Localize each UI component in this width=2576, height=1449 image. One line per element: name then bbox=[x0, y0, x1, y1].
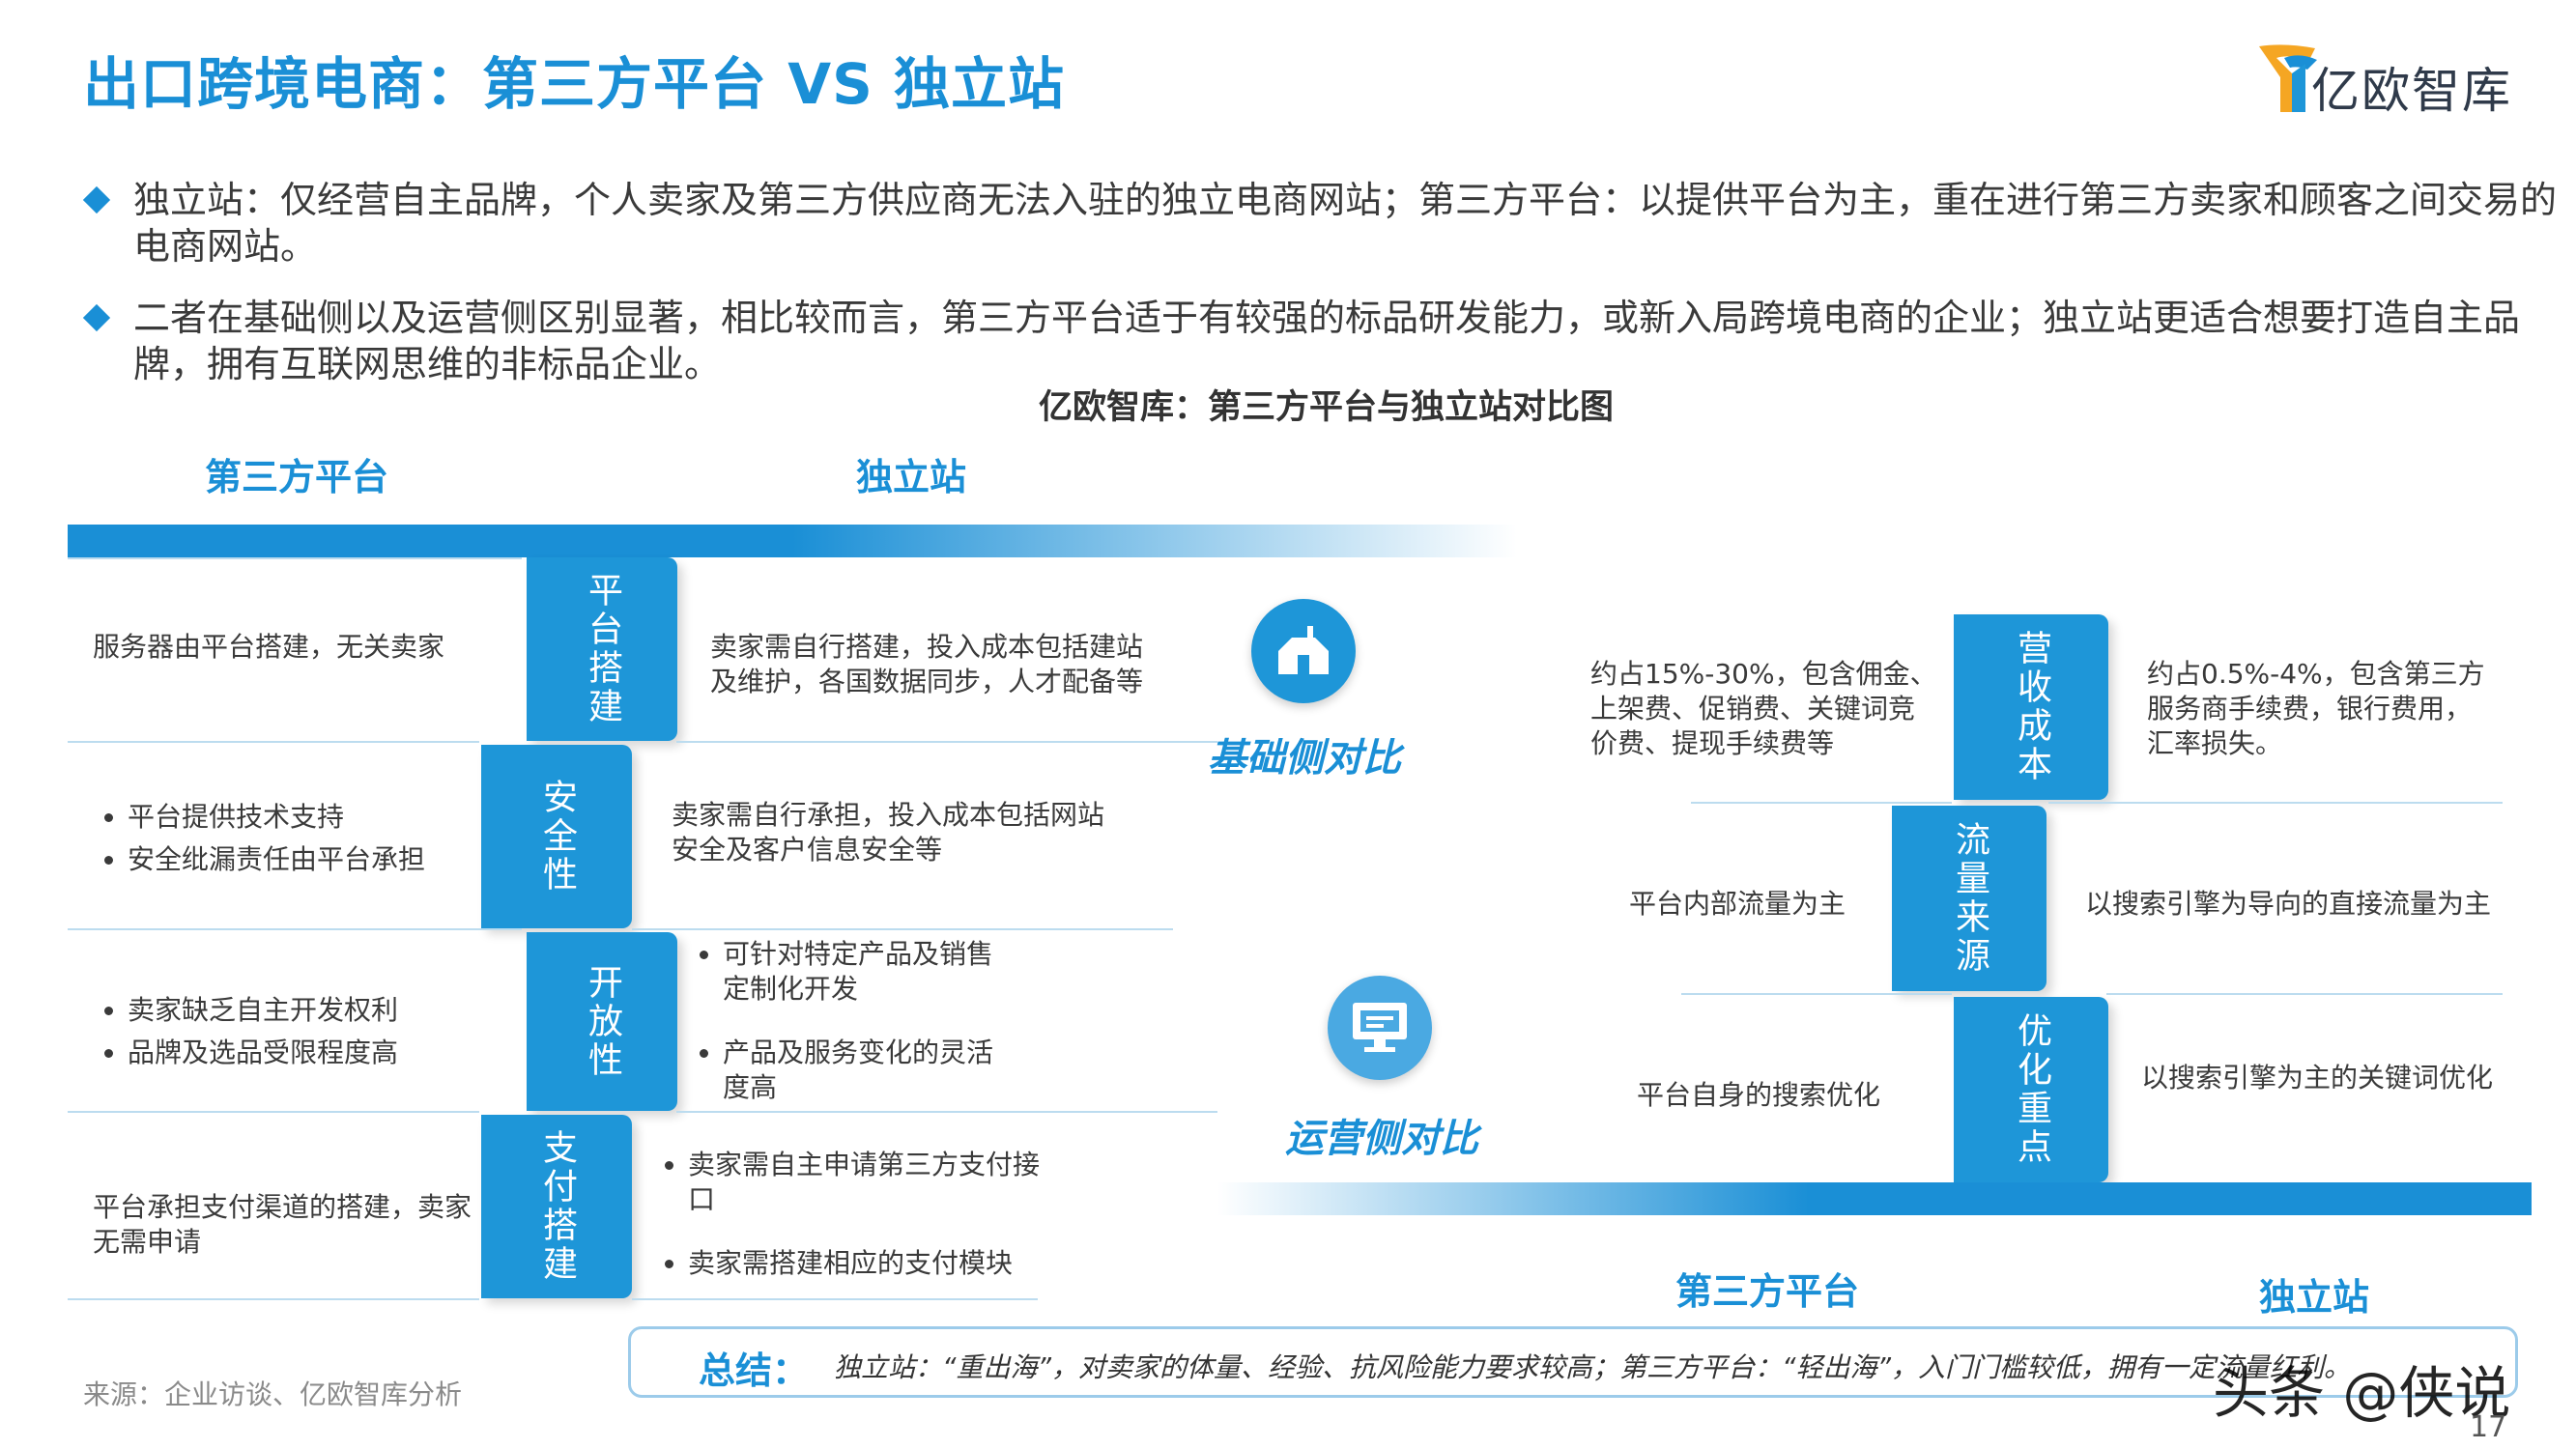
cell-text: 平台内部流量为主 bbox=[1629, 888, 1846, 920]
tab-revenue-cost: 营收成本 bbox=[1954, 614, 2108, 800]
page-number: 17 bbox=[2470, 1410, 2507, 1444]
bottom-band bbox=[1217, 1182, 2532, 1215]
logo-icon bbox=[2259, 44, 2317, 112]
page-title: 出口跨境电商：第三方平台 VS 独立站 bbox=[83, 51, 1066, 117]
top-band bbox=[68, 525, 1517, 557]
list-item: 安全纰漏责任由平台承担 bbox=[128, 842, 479, 877]
list-item: 卖家需自主申请第三方支付接口 bbox=[688, 1148, 1059, 1217]
cell-independent: 以搜索引擎为主的关键词优化 bbox=[2141, 1061, 2508, 1095]
row-divider bbox=[632, 1298, 1038, 1300]
cell-text: 平台承担支付渠道的搭建，卖家无需申请 bbox=[93, 1191, 472, 1258]
cell-text: 卖家需自行承担，投入成本包括网站安全及客户信息安全等 bbox=[672, 799, 1105, 866]
row-divider bbox=[676, 741, 1217, 743]
tab-security: 安全性 bbox=[481, 745, 632, 928]
list-item: 产品及服务变化的灵活度高 bbox=[723, 1036, 1016, 1105]
source-note: 来源：企业访谈、亿欧智库分析 bbox=[83, 1378, 463, 1410]
list-item: 平台提供技术支持 bbox=[128, 800, 479, 835]
row-divider bbox=[1691, 802, 1952, 804]
building-icon bbox=[1251, 599, 1356, 703]
row-divider bbox=[68, 1298, 479, 1300]
tab-openness: 开放性 bbox=[527, 932, 677, 1111]
cell-independent: 卖家需自行搭建，投入成本包括建站及维护，各国数据同步，人才配备等 bbox=[710, 630, 1164, 699]
chart-title: 亿欧智库：第三方平台与独立站对比图 bbox=[1039, 388, 1615, 427]
row-divider bbox=[2048, 802, 2503, 804]
right-col-independent: 独立站 bbox=[2259, 1276, 2370, 1319]
cell-independent: 卖家需自主申请第三方支付接口 卖家需搭建相应的支付模块 bbox=[653, 1148, 1059, 1289]
row-divider bbox=[2106, 993, 2503, 995]
cell-text: 平台自身的搜索优化 bbox=[1637, 1079, 1881, 1111]
tab-optimization-focus: 优化重点 bbox=[1954, 997, 2108, 1182]
cell-third-party: 平台提供技术支持 安全纰漏责任由平台承担 bbox=[93, 800, 479, 885]
tab-platform-setup: 平台搭建 bbox=[527, 557, 677, 741]
cell-independent: 以搜索引擎为导向的直接流量为主 bbox=[2085, 887, 2510, 922]
row-divider bbox=[1681, 993, 1952, 995]
row-divider bbox=[68, 1111, 479, 1113]
list-item: 可针对特定产品及销售定制化开发 bbox=[723, 937, 1016, 1007]
diamond-bullet-icon bbox=[82, 185, 111, 214]
bullet-text: 独立站：仅经营自主品牌，个人卖家及第三方供应商无法入驻的独立电商网站；第三方平台… bbox=[133, 179, 2558, 268]
cell-third-party: 服务器由平台搭建，无关卖家 bbox=[93, 630, 499, 665]
bullet-text: 二者在基础侧以及运营侧区别显著，相比较而言，第三方平台适于有较强的标品研发能力，… bbox=[133, 297, 2521, 385]
monitor-icon bbox=[1328, 976, 1432, 1080]
left-col-third-party: 第三方平台 bbox=[205, 456, 389, 498]
list-item: 卖家需搭建相应的支付模块 bbox=[688, 1246, 1059, 1281]
summary-box: 总结： 独立站：“重出海”，对卖家的体量、经验、抗风险能力要求较高；第三方平台：… bbox=[628, 1326, 2518, 1398]
tab-payment-setup: 支付搭建 bbox=[481, 1115, 632, 1298]
tab-traffic-source: 流量来源 bbox=[1892, 806, 2046, 991]
row-divider bbox=[68, 928, 522, 930]
label-basic-comparison: 基础侧对比 bbox=[1208, 736, 1401, 781]
summary-label: 总结： bbox=[699, 1350, 810, 1392]
cell-text: 服务器由平台搭建，无关卖家 bbox=[93, 631, 445, 663]
diamond-bullet-icon bbox=[82, 303, 111, 332]
row-divider bbox=[68, 557, 522, 559]
watermark: 头条 @侠说 bbox=[2213, 1360, 2511, 1426]
cell-third-party: 平台承担支付渠道的搭建，卖家无需申请 bbox=[93, 1190, 479, 1260]
cell-text: 卖家需自行搭建，投入成本包括建站及维护，各国数据同步，人才配备等 bbox=[710, 631, 1144, 697]
cell-text: 以搜索引擎为主的关键词优化 bbox=[2141, 1062, 2494, 1094]
row-divider bbox=[676, 1111, 1217, 1113]
cell-third-party: 约占15%-30%，包含佣金、上架费、促销费、关键词竞价费、提现手续费等 bbox=[1590, 657, 1938, 761]
brand-logo bbox=[2255, 39, 2545, 116]
row-divider bbox=[632, 928, 1173, 930]
cell-independent: 约占0.5%-4%，包含第三方服务商手续费，银行费用，汇率损失。 bbox=[2147, 657, 2485, 761]
row-divider bbox=[68, 741, 479, 743]
label-operation-comparison: 运营侧对比 bbox=[1285, 1117, 1478, 1161]
cell-text: 以搜索引擎为导向的直接流量为主 bbox=[2085, 888, 2492, 920]
right-col-third-party: 第三方平台 bbox=[1675, 1270, 1860, 1313]
list-item: 品牌及选品受限程度高 bbox=[128, 1036, 499, 1070]
cell-text: 约占15%-30%，包含佣金、上架费、促销费、关键词竞价费、提现手续费等 bbox=[1590, 658, 1937, 759]
cell-independent: 可针对特定产品及销售定制化开发 产品及服务变化的灵活度高 bbox=[688, 937, 1016, 1113]
logo-text: 亿欧智库 bbox=[2311, 63, 2512, 119]
cell-text: 约占0.5%-4%，包含第三方服务商手续费，银行费用，汇率损失。 bbox=[2147, 658, 2485, 759]
cell-independent: 卖家需自行承担，投入成本包括网站安全及客户信息安全等 bbox=[672, 798, 1106, 867]
summary-text: 独立站：“重出海”，对卖家的体量、经验、抗风险能力要求较高；第三方平台：“轻出海… bbox=[834, 1351, 2352, 1383]
cell-third-party: 平台内部流量为主 bbox=[1629, 887, 1880, 922]
cell-third-party: 平台自身的搜索优化 bbox=[1637, 1078, 1927, 1113]
left-col-independent: 独立站 bbox=[856, 456, 967, 498]
list-item: 卖家缺乏自主开发权利 bbox=[128, 993, 499, 1028]
cell-third-party: 卖家缺乏自主开发权利 品牌及选品受限程度高 bbox=[93, 993, 499, 1078]
